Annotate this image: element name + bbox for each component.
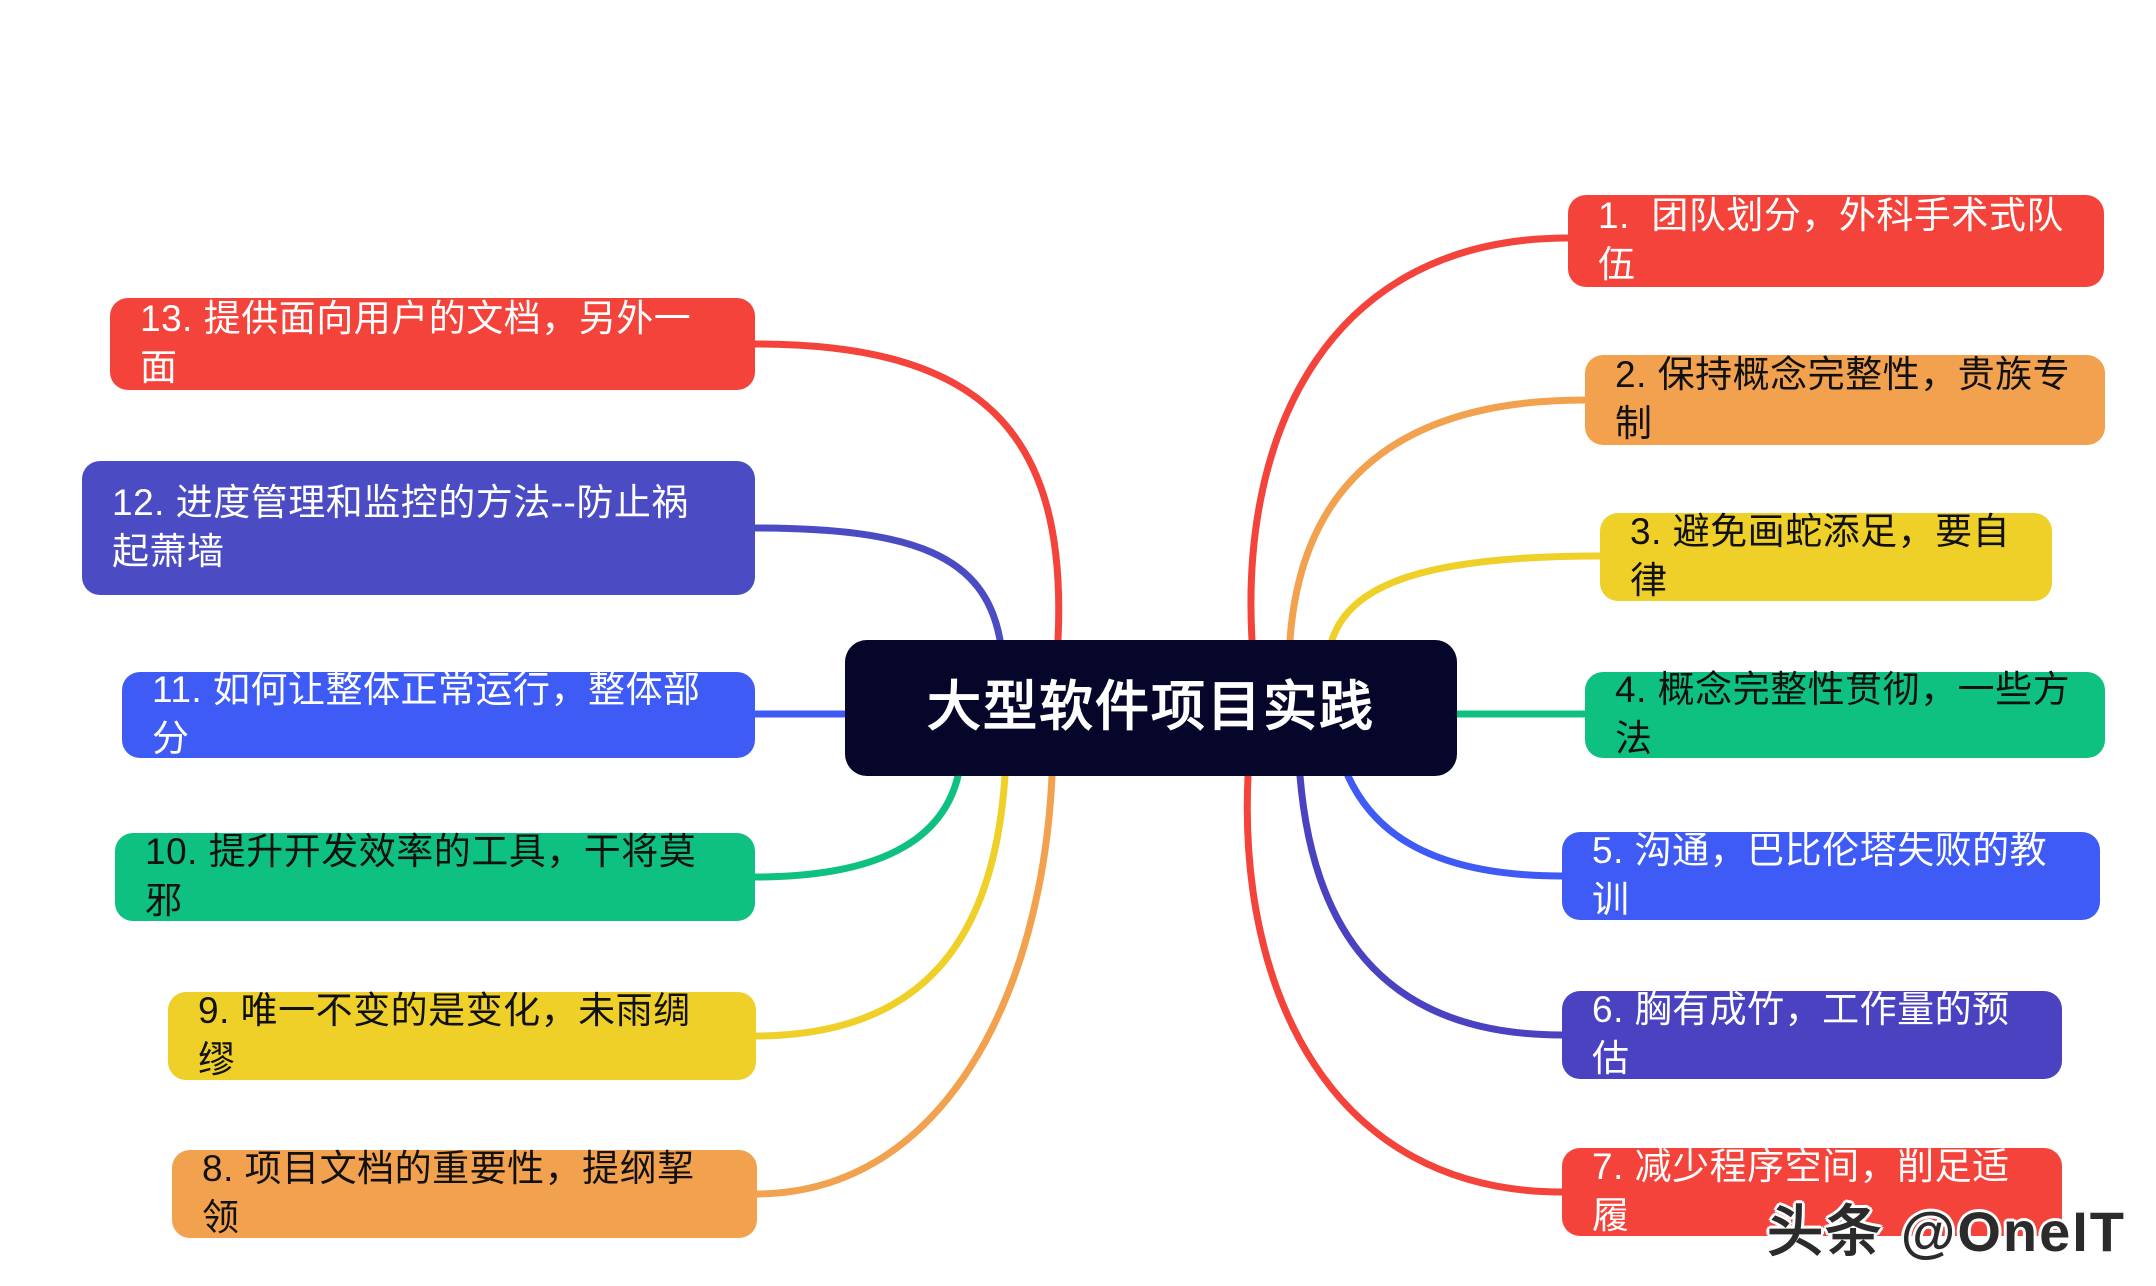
center-node[interactable]: 大型软件项目实践 [845,640,1457,776]
branch-node-12[interactable]: 12. 进度管理和监控的方法--防止祸起萧墙 [82,461,755,595]
edge-to-10 [751,772,962,881]
edge-to-12 [751,524,1004,644]
branch-node-2[interactable]: 2. 保持概念完整性，贵族专制 [1585,354,2105,445]
branch-node-6[interactable]: 6. 胸有成竹，工作量的预估 [1562,989,2062,1079]
branch-node-label: 7. 减少程序空间，削足适履 [1592,1146,2010,1236]
branch-node-4[interactable]: 4. 概念完整性贯彻，一些方法 [1585,669,2105,759]
edge-to-3 [1328,552,1604,644]
branch-node-10[interactable]: 10. 提升开发效率的工具，干将莫邪 [115,831,755,921]
branch-node-11[interactable]: 11. 如何让整体正常运行，整体部分 [122,669,755,759]
edge-to-9 [751,772,1009,1040]
branch-node-label: 5. 沟通，巴比伦塔失败的教训 [1592,830,2048,920]
branch-node-label: 4. 概念完整性贯彻，一些方法 [1615,669,2071,759]
branch-node-label: 8. 项目文档的重要性，提纲挈领 [202,1148,695,1238]
branch-node-label: 2. 保持概念完整性，贵族专制 [1615,354,2071,444]
edge-to-7 [1243,772,1566,1196]
branch-node-5[interactable]: 5. 沟通，巴比伦塔失败的教训 [1562,830,2100,920]
branch-node-8[interactable]: 8. 项目文档的重要性，提纲挈领 [172,1148,757,1238]
branch-node-label: 3. 避免画蛇添足，要自律 [1630,511,2011,601]
branch-node-label: 11. 如何让整体正常运行，整体部分 [152,669,701,759]
edge-to-8 [751,772,1056,1198]
edge-to-13 [751,340,1063,644]
branch-node-3[interactable]: 3. 避免画蛇添足，要自律 [1600,511,2052,601]
center-node-label: 大型软件项目实践 [927,677,1375,738]
edge-to-6 [1296,772,1566,1039]
branch-node-13[interactable]: 13. 提供面向用户的文档，另外一面 [110,298,755,390]
branch-node-1[interactable]: 1. 团队划分，外科手术式队伍 [1568,195,2104,287]
branch-node-label: 13. 提供面向用户的文档，另外一面 [140,298,692,388]
branch-node-label: 6. 胸有成竹，工作量的预估 [1592,989,2010,1079]
branch-node-7[interactable]: 7. 减少程序空间，削足适履 [1562,1146,2062,1236]
edge-to-1 [1247,234,1572,644]
branch-node-label: 9. 唯一不变的是变化，未雨绸缪 [198,990,691,1080]
edge-to-2 [1286,396,1589,644]
branch-node-label: 12. 进度管理和监控的方法--防止祸起萧墙 [112,482,689,572]
branch-node-9[interactable]: 9. 唯一不变的是变化，未雨绸缪 [168,990,756,1080]
branch-node-label: 10. 提升开发效率的工具，干将莫邪 [145,831,697,921]
edge-to-5 [1344,772,1566,880]
watermark-label: 头条 @OneIT [1767,1200,2126,1263]
branch-node-label: 1. 团队划分，外科手术式队伍 [1598,195,2064,285]
